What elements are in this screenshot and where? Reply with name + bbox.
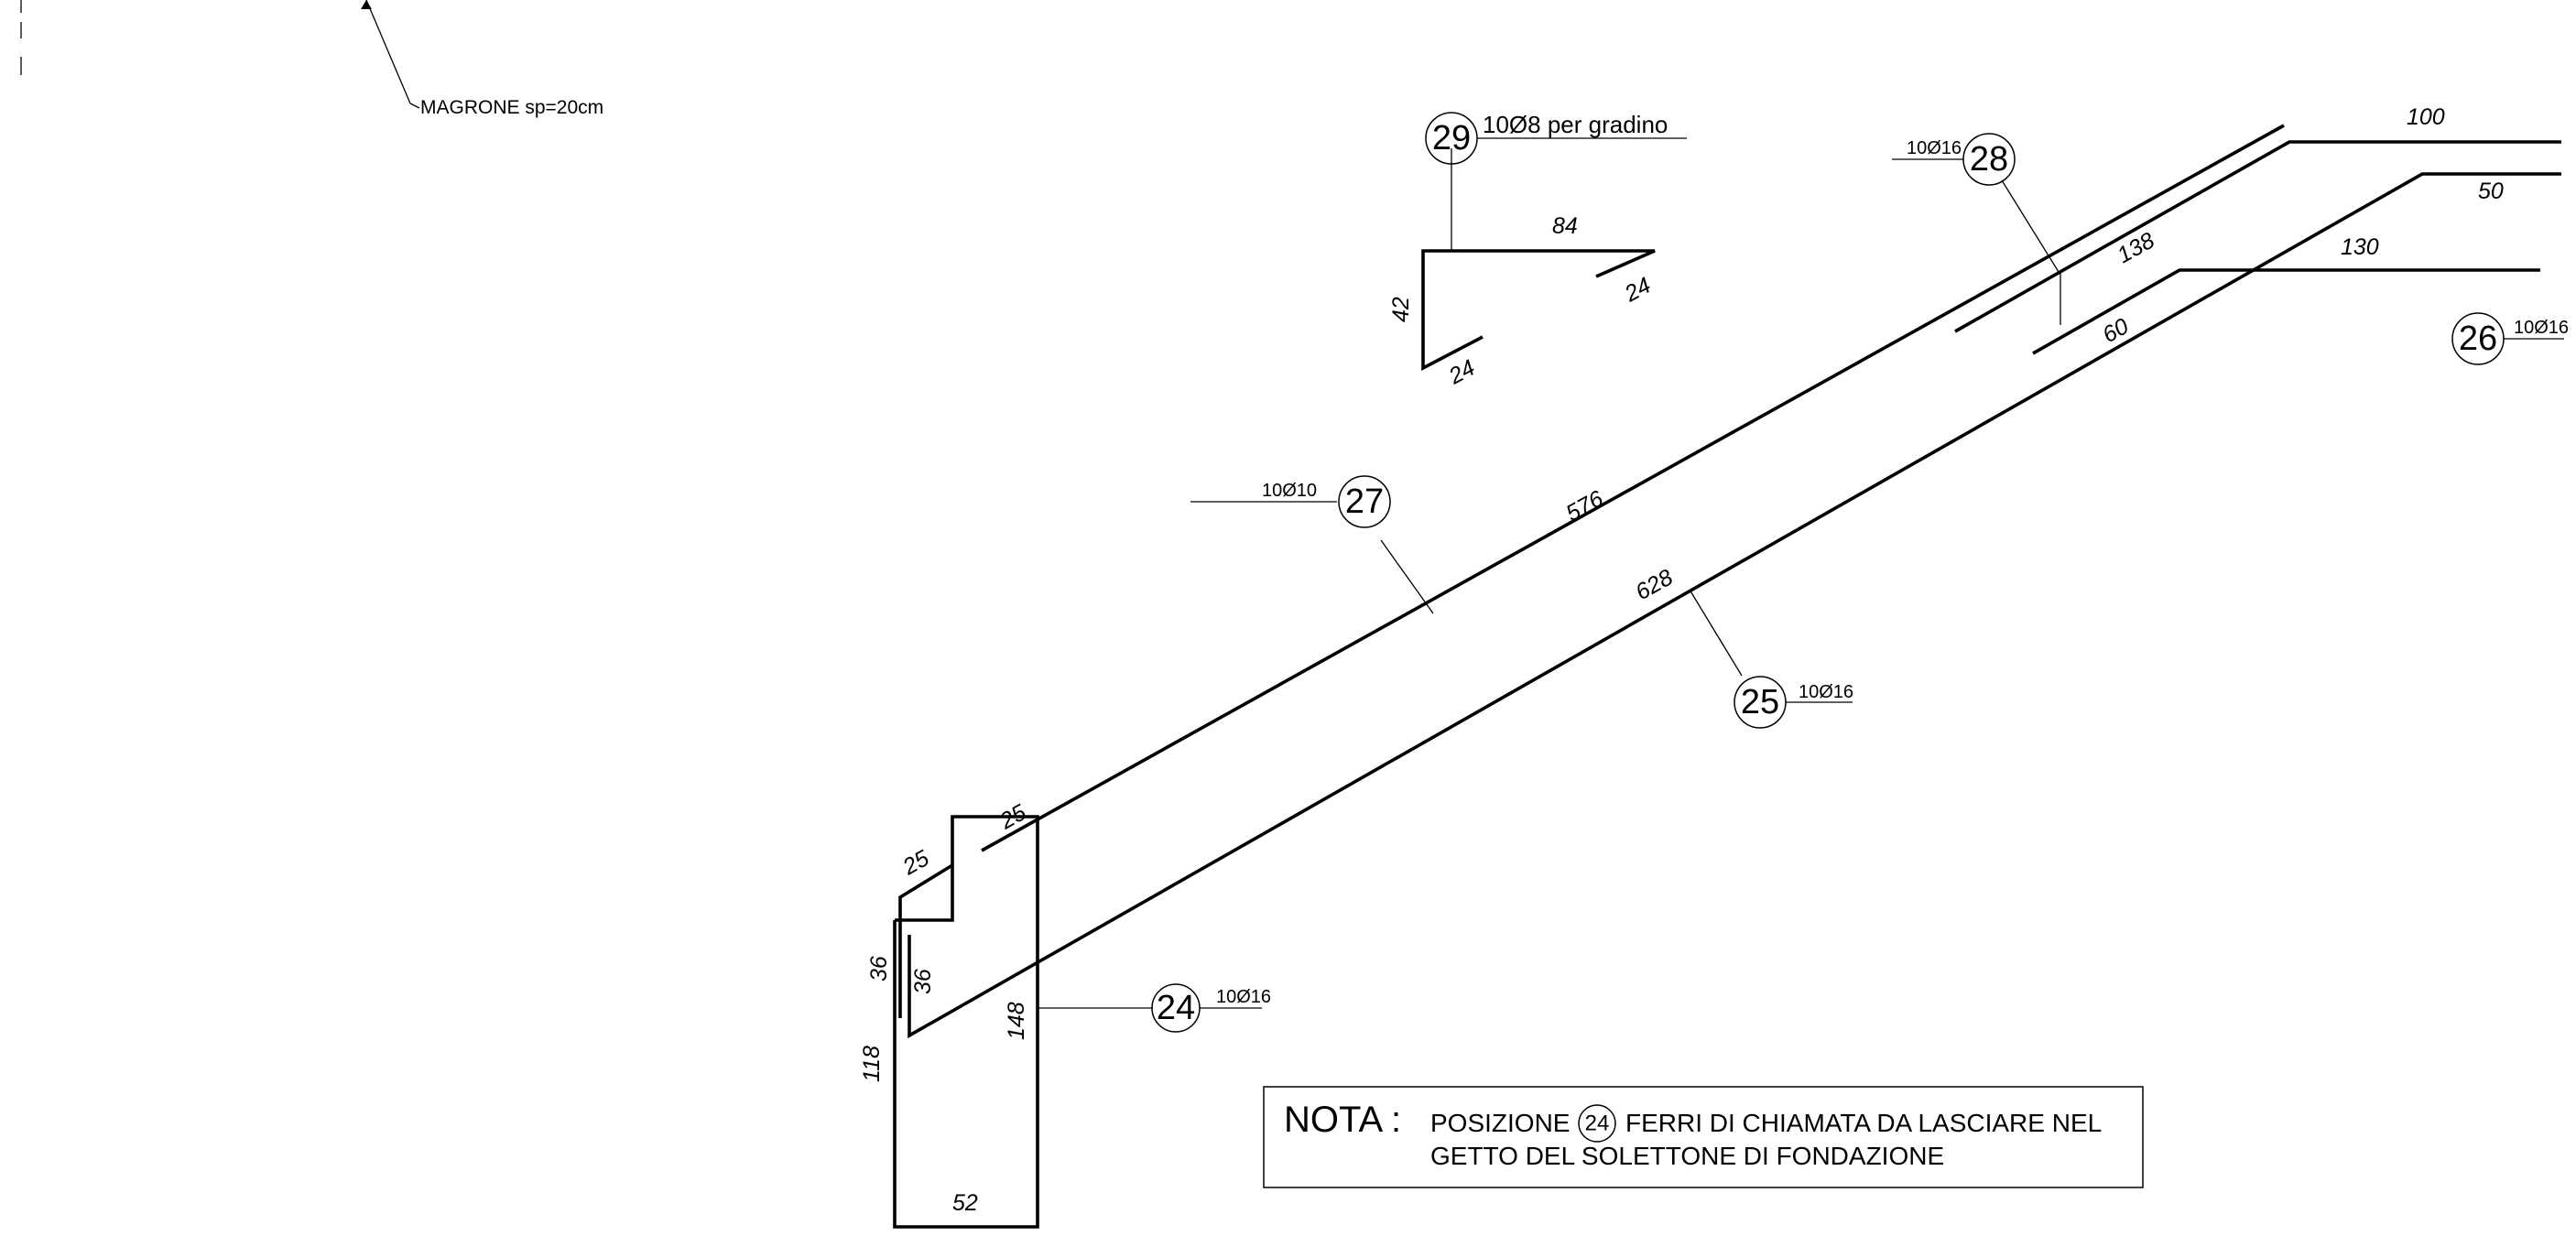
magrone-arrowhead bbox=[361, 0, 372, 9]
dim-36-left: 36 bbox=[866, 956, 892, 981]
svg-text:26: 26 bbox=[2459, 320, 2497, 358]
bar-mark-27: 27 10Ø10 bbox=[1262, 475, 1391, 528]
dim-24-left: 24 bbox=[1444, 355, 1480, 390]
bar-28-spec: 10Ø16 bbox=[1907, 138, 1962, 158]
bar-28-shape bbox=[1954, 140, 2561, 333]
dim-576: 576 bbox=[1561, 485, 1607, 526]
nota-line2: GETTO DEL SOLETTONE DI FONDAZIONE bbox=[1430, 1142, 1944, 1170]
dim-36-inner: 36 bbox=[910, 969, 936, 994]
svg-text:24: 24 bbox=[1157, 989, 1195, 1027]
dim-50: 50 bbox=[2478, 179, 2504, 204]
bar-mark-29: 29 10Ø8 per gradino bbox=[1425, 111, 1687, 165]
leader-lines bbox=[1038, 148, 2061, 1009]
bar-mark-26: 26 10Ø16 bbox=[2451, 312, 2569, 365]
dim-24-right: 24 bbox=[1620, 273, 1656, 308]
dim-130: 130 bbox=[2341, 234, 2379, 260]
svg-text:25: 25 bbox=[1741, 683, 1779, 721]
nota-box: NOTA : POSIZIONE 24 FERRI DI CHIAMATA DA… bbox=[1263, 1086, 2144, 1188]
svg-text:28: 28 bbox=[1970, 140, 2008, 179]
magrone-annotation: MAGRONE sp=20cm bbox=[361, 0, 603, 118]
dim-628: 628 bbox=[1631, 564, 1677, 605]
nota-line1-post: FERRI DI CHIAMATA DA LASCIARE NEL bbox=[1625, 1109, 2102, 1137]
bar-29-shape bbox=[1421, 249, 1656, 371]
dim-42: 42 bbox=[1388, 297, 1414, 322]
dim-84: 84 bbox=[1552, 213, 1578, 239]
svg-text:27: 27 bbox=[1345, 482, 1384, 521]
bar-24-spec: 10Ø16 bbox=[1216, 987, 1271, 1007]
nota-line1-pre: POSIZIONE bbox=[1430, 1109, 1570, 1137]
dim-100: 100 bbox=[2407, 104, 2445, 130]
bar-25-shape bbox=[908, 172, 2561, 1039]
dim-52: 52 bbox=[952, 1190, 978, 1216]
nota-mark-circle bbox=[1578, 1104, 1616, 1143]
bar-24-shape bbox=[893, 815, 1039, 1229]
dim-138: 138 bbox=[2113, 227, 2158, 268]
dim-118: 118 bbox=[859, 1046, 885, 1082]
bar-27-shape bbox=[898, 124, 2285, 1018]
bar-27-spec: 10Ø10 bbox=[1262, 481, 1317, 501]
bar-29-spec: 10Ø8 per gradino bbox=[1483, 111, 1668, 138]
bar-26-spec: 10Ø16 bbox=[2514, 318, 2569, 338]
bar-mark-25: 25 10Ø16 bbox=[1734, 676, 1853, 729]
dim-25-upper: 25 bbox=[995, 799, 1030, 835]
dim-148: 148 bbox=[1004, 1002, 1029, 1040]
nota-title: NOTA : bbox=[1284, 1100, 1401, 1140]
svg-text:29: 29 bbox=[1432, 119, 1471, 157]
nota-mark: 24 bbox=[1585, 1111, 1610, 1136]
bar-26-shape bbox=[2032, 268, 2540, 355]
dim-25-lower: 25 bbox=[897, 845, 933, 881]
bar-mark-28: 28 10Ø16 bbox=[1892, 133, 2016, 186]
magrone-label: MAGRONE sp=20cm bbox=[420, 97, 603, 118]
bar-25-spec: 10Ø16 bbox=[1799, 682, 1853, 702]
bar-mark-24: 24 10Ø16 bbox=[1151, 983, 1271, 1033]
